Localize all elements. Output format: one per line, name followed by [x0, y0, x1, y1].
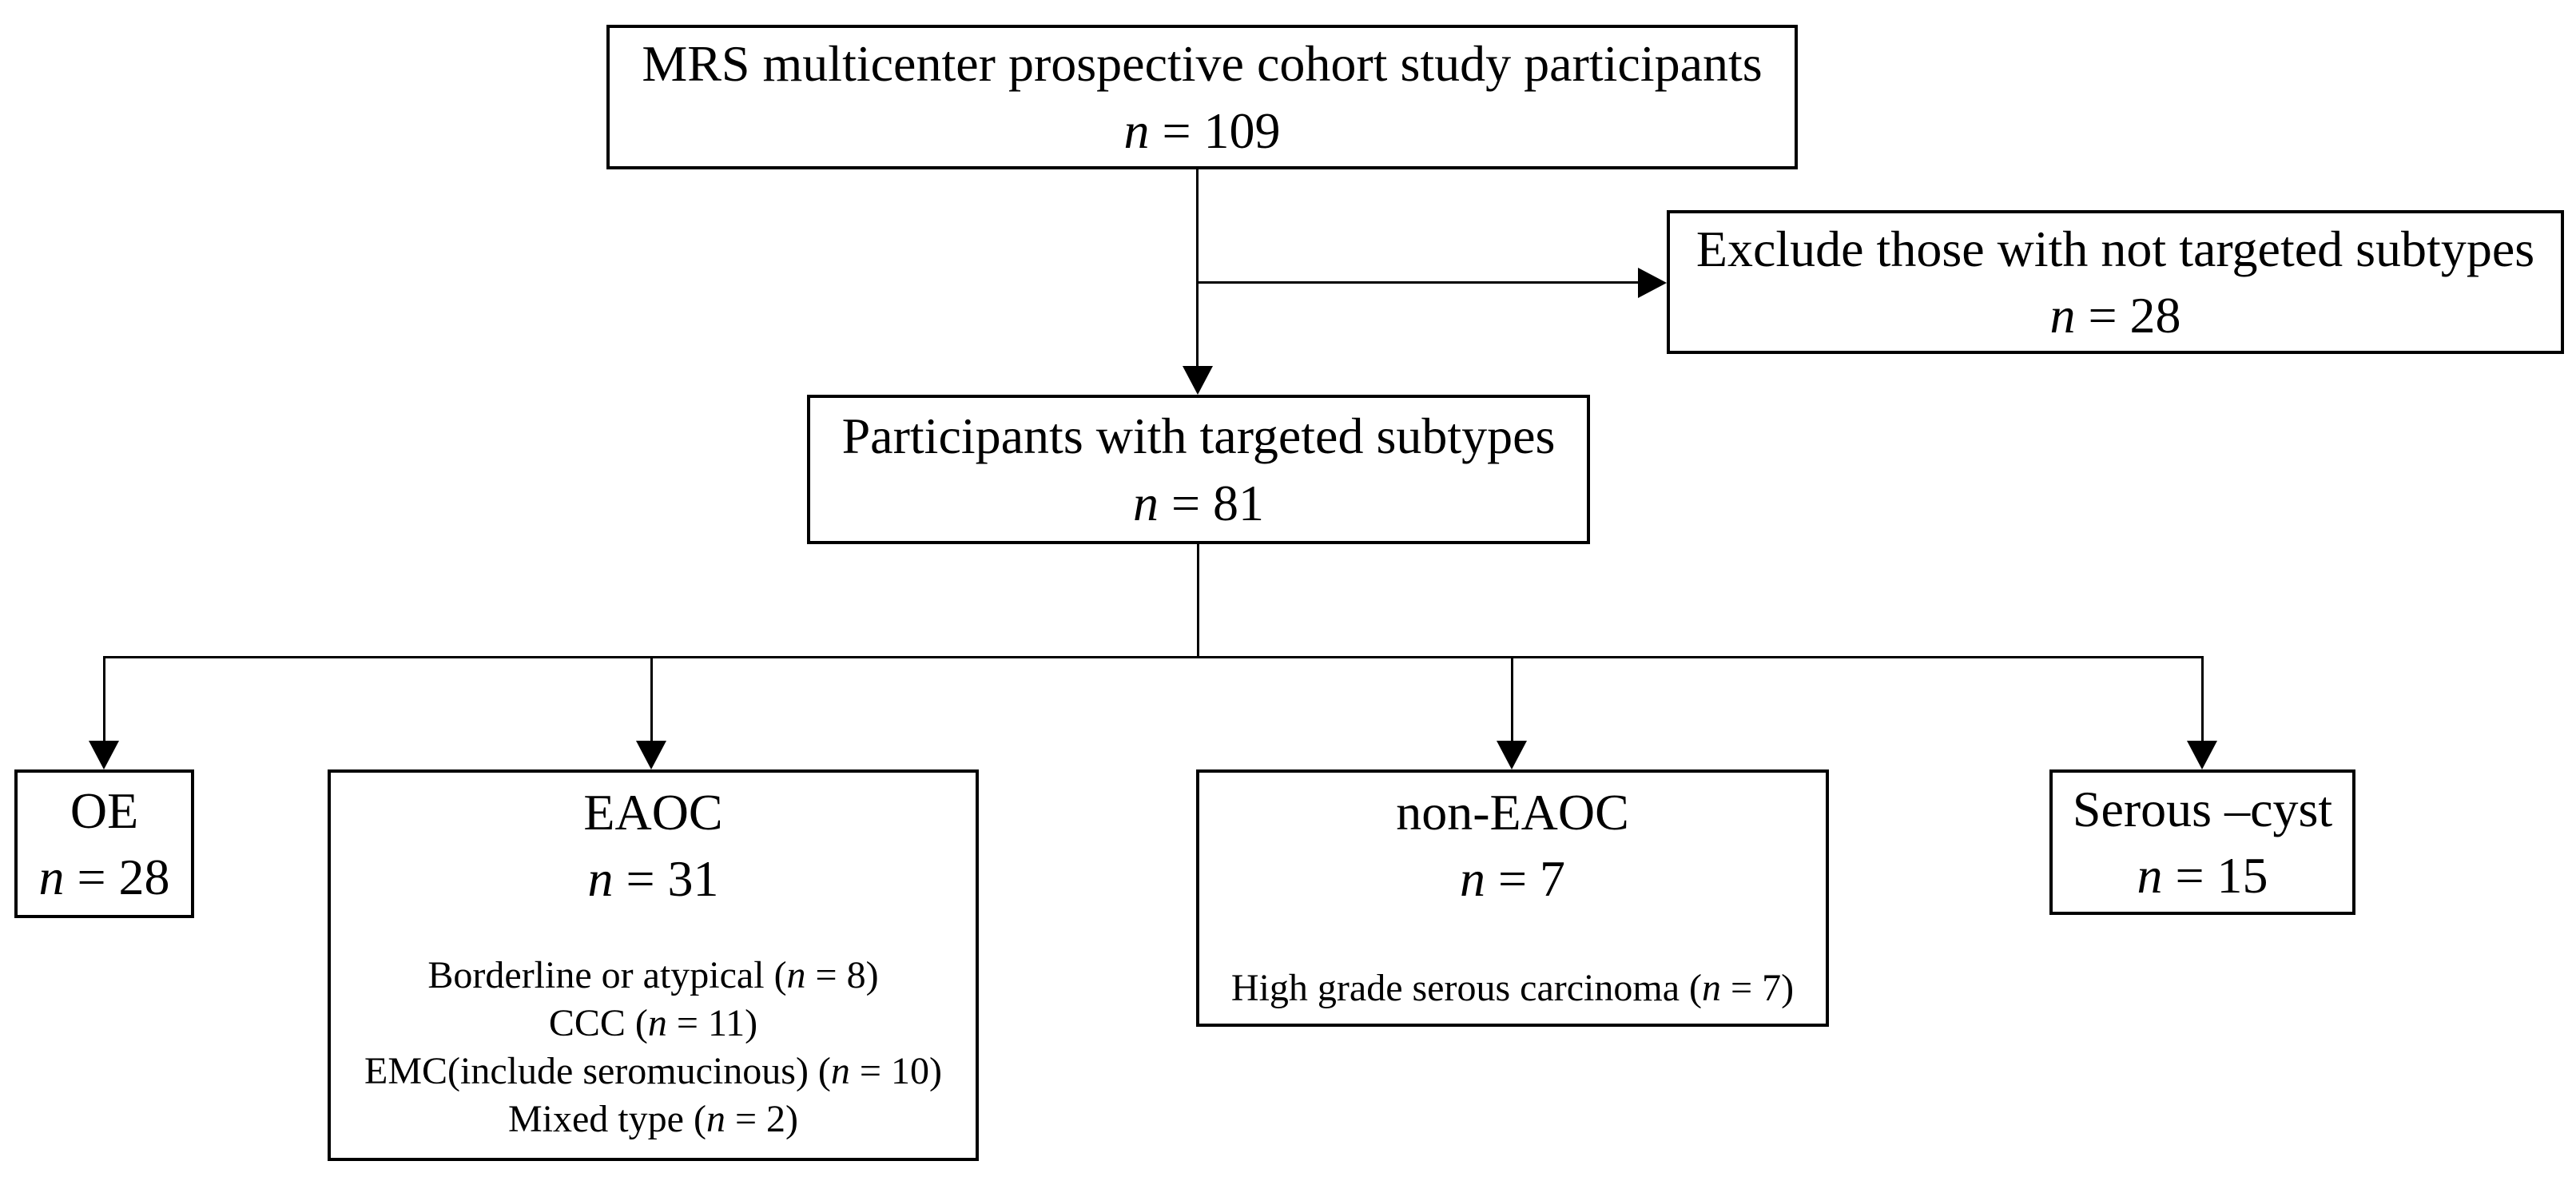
- box-non-eaoc-count: n = 7: [1460, 845, 1565, 912]
- box-cohort: MRS multicenter prospective cohort study…: [606, 25, 1798, 169]
- subtype-item-mixed: Mixed type (n = 2): [364, 1095, 942, 1143]
- box-oe: OE n = 28: [14, 769, 194, 918]
- subtype-item-borderline: Borderline or atypical (n = 8): [364, 952, 942, 1000]
- box-targeted-n-var: n: [1132, 474, 1159, 531]
- box-eaoc: EAOC n = 31 Borderline or atypical (n = …: [328, 769, 979, 1161]
- item-pre: CCC (: [548, 1002, 648, 1044]
- item-post: = 11): [666, 1002, 758, 1044]
- arrowhead-down-targeted-icon: [1183, 366, 1213, 395]
- connector-targeted-to-distributor: [1197, 544, 1199, 658]
- box-non-eaoc-subtype-list: High grade serous carcinoma (n = 7): [1231, 964, 1794, 1012]
- box-eaoc-title: EAOC: [583, 784, 723, 841]
- arrowhead-down-serous-icon: [2187, 741, 2217, 769]
- item-n-var: n: [830, 1050, 850, 1092]
- connector-drop-serous: [2201, 658, 2204, 742]
- connector-drop-eaoc: [650, 658, 653, 742]
- box-serous-title: Serous –cyst: [2072, 780, 2333, 837]
- box-oe-count: n = 28: [38, 844, 169, 910]
- box-exclude-n-var: n: [2049, 287, 2076, 344]
- box-oe-title: OE: [70, 781, 139, 839]
- item-pre: Borderline or atypical (: [427, 954, 787, 996]
- connector-cohort-to-targeted: [1196, 169, 1199, 369]
- box-serous-n-var: n: [2137, 847, 2163, 904]
- box-non-eaoc: non-EAOC n = 7 High grade serous carcino…: [1196, 769, 1829, 1027]
- item-pre: EMC(include seromucinous) (: [364, 1050, 831, 1092]
- box-targeted-n-value: = 81: [1158, 474, 1265, 531]
- box-exclude-title: Exclude those with not targeted subtypes: [1695, 220, 2535, 277]
- box-eaoc-count: n = 31: [587, 845, 718, 912]
- box-serous: Serous –cyst n = 15: [2049, 769, 2355, 915]
- arrowhead-down-oe-icon: [89, 741, 119, 769]
- subtype-item-emc: EMC(include seromucinous) (n = 10): [364, 1048, 942, 1095]
- item-n-var: n: [786, 954, 806, 996]
- box-serous-count: n = 15: [2137, 842, 2268, 909]
- connector-branch-to-exclude: [1198, 281, 1638, 284]
- item-pre: Mixed type (: [507, 1098, 706, 1140]
- box-cohort-n-value: = 109: [1149, 101, 1281, 159]
- item-post: = 10): [849, 1050, 942, 1092]
- box-non-eaoc-n-var: n: [1459, 850, 1485, 908]
- arrowhead-down-eaoc-icon: [636, 741, 666, 769]
- box-oe-n-value: = 28: [64, 849, 170, 905]
- box-non-eaoc-n-value: = 7: [1485, 850, 1566, 908]
- item-post: = 7): [1721, 967, 1795, 1009]
- box-eaoc-n-value: = 31: [613, 850, 719, 908]
- item-pre: High grade serous carcinoma (: [1230, 967, 1703, 1009]
- box-eaoc-n-var: n: [587, 850, 614, 908]
- arrowhead-right-exclude-icon: [1638, 268, 1667, 298]
- box-targeted-count: n = 81: [1133, 470, 1264, 536]
- arrowhead-down-non-eaoc-icon: [1497, 741, 1527, 769]
- item-post: = 2): [725, 1098, 798, 1140]
- box-cohort-n-var: n: [1123, 101, 1150, 159]
- box-exclude-count: n = 28: [2049, 282, 2180, 348]
- box-exclude-n-value: = 28: [2075, 287, 2181, 344]
- subtype-item-hgsc: High grade serous carcinoma (n = 7): [1231, 964, 1794, 1012]
- box-cohort-title: MRS multicenter prospective cohort study…: [642, 35, 1763, 93]
- connector-drop-oe: [103, 658, 105, 742]
- box-eaoc-subtype-list: Borderline or atypical (n = 8) CCC (n = …: [364, 952, 942, 1143]
- item-n-var: n: [1702, 967, 1722, 1009]
- box-non-eaoc-title: non-EAOC: [1396, 784, 1629, 841]
- box-exclude: Exclude those with not targeted subtypes…: [1667, 210, 2564, 354]
- box-cohort-count: n = 109: [1123, 97, 1280, 164]
- connector-drop-non-eaoc: [1511, 658, 1513, 742]
- box-targeted: Participants with targeted subtypes n = …: [807, 395, 1590, 544]
- item-post: = 8): [805, 954, 879, 996]
- item-n-var: n: [647, 1002, 667, 1044]
- box-serous-n-value: = 15: [2162, 847, 2268, 904]
- box-targeted-title: Participants with targeted subtypes: [841, 408, 1556, 465]
- item-n-var: n: [706, 1098, 725, 1140]
- connector-distributor: [103, 656, 2204, 658]
- box-oe-n-var: n: [38, 849, 65, 905]
- subtype-item-ccc: CCC (n = 11): [364, 1000, 942, 1048]
